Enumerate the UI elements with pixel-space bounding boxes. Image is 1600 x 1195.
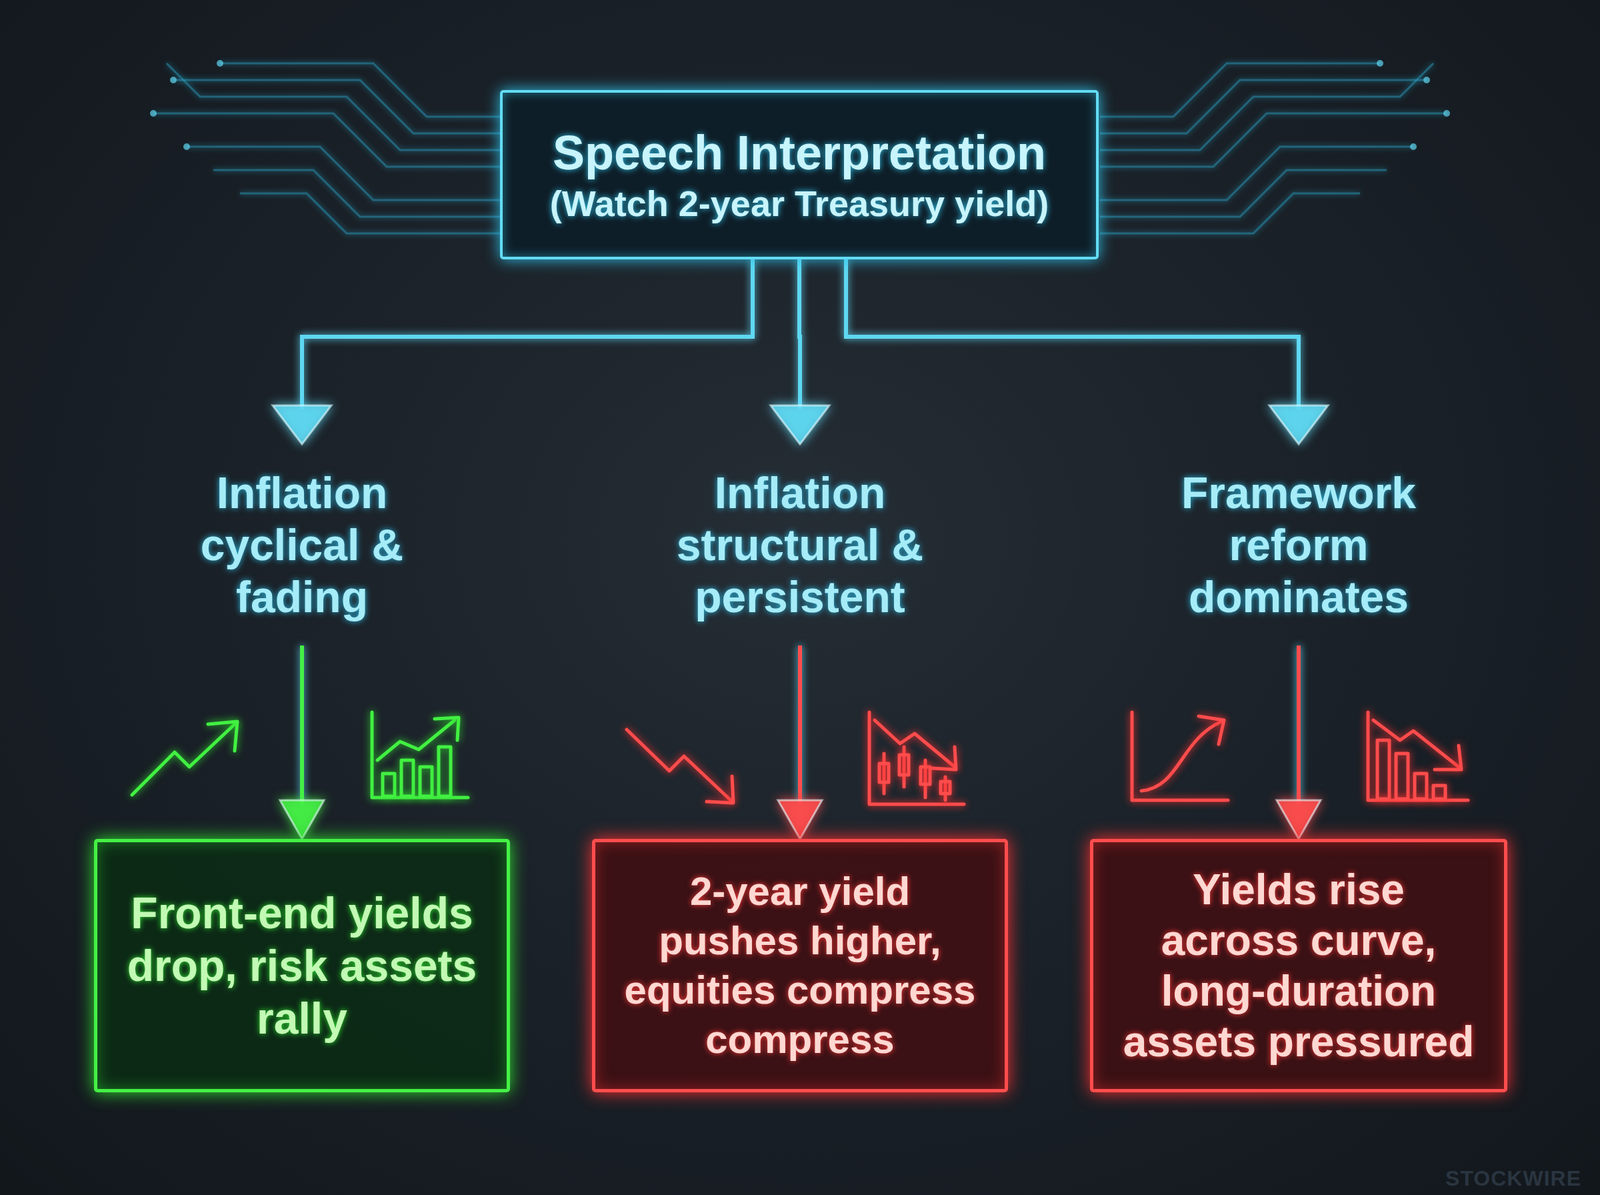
chart-bar — [420, 766, 432, 796]
chart-axes — [372, 712, 468, 798]
down-trend-arrow — [1434, 745, 1462, 770]
box-heading: 2-year yield pushes higher, equities com… — [620, 866, 980, 1064]
chart-axes — [1132, 712, 1228, 800]
arrow-head — [778, 800, 822, 839]
arrow-head — [272, 405, 332, 444]
rising-curve — [1141, 721, 1222, 791]
outcome-box: Yields rise across curve, long-duration … — [1090, 838, 1508, 1092]
circuit-trace — [186, 146, 500, 200]
chart-axes — [869, 712, 964, 804]
watermark: STOCKWIRE — [1445, 1166, 1582, 1191]
circuit-trace — [166, 63, 500, 150]
chart-bar — [438, 746, 451, 796]
box-heading: Front-end yields drop, risk assets rally — [122, 886, 482, 1045]
down-trend-arrow — [874, 720, 955, 767]
circuit-node — [1376, 60, 1384, 67]
circuit-trace — [1100, 193, 1360, 234]
circuit-trace — [1100, 63, 1434, 150]
circuit-trace — [1100, 113, 1447, 167]
circuit-node — [1410, 143, 1417, 150]
down-trend-arrow — [1373, 720, 1459, 767]
rising-curve — [1198, 716, 1224, 744]
circuit-trace — [1100, 80, 1427, 134]
down-trend-arrow — [932, 746, 956, 770]
circuit-traces — [150, 60, 1450, 234]
circuit-node — [150, 110, 157, 117]
candle-body — [899, 754, 909, 775]
circuit-trace — [240, 193, 500, 234]
circuit-node — [1423, 76, 1430, 84]
up-trend-arrow — [434, 717, 459, 740]
circuit-node — [1443, 110, 1450, 117]
branch-label: Inflation structural & persistent — [653, 466, 947, 623]
candle-body — [879, 763, 889, 782]
outcome-box: 2-year yield pushes higher, equities com… — [592, 838, 1008, 1092]
arrow-head — [1276, 800, 1321, 839]
root-box: Speech Interpretation(Watch 2-year Treas… — [500, 90, 1099, 260]
candle-wick — [884, 746, 946, 800]
candle-body — [940, 781, 950, 794]
box-subheading: (Watch 2-year Treasury yield) — [550, 181, 1049, 226]
arrow-head — [280, 800, 324, 839]
box-heading: Yields rise across curve, long-duration … — [1118, 864, 1479, 1067]
chart-bar — [401, 760, 414, 796]
circuit-node — [170, 76, 177, 84]
up-trend-arrow — [208, 721, 238, 751]
circuit-trace — [153, 113, 500, 167]
box-heading: Speech Interpretation — [552, 124, 1046, 182]
chart-bar — [1433, 785, 1446, 799]
up-trend-arrow — [132, 724, 235, 795]
branch-label: Inflation cyclical & fading — [155, 466, 449, 623]
branch-label: Framework reform dominates — [1152, 466, 1446, 623]
down-trend-arrow — [626, 729, 731, 800]
chart-axes — [1368, 712, 1468, 800]
arrow-head — [1269, 405, 1328, 444]
chart-bar — [1414, 773, 1427, 799]
outcome-box: Front-end yields drop, risk assets rally — [94, 838, 510, 1092]
chart-bar — [1377, 740, 1390, 799]
circuit-trace — [173, 80, 500, 134]
candle-body — [920, 766, 930, 784]
circuit-node — [183, 143, 190, 150]
chart-bar — [1396, 753, 1408, 799]
up-trend-arrow — [377, 720, 455, 760]
down-trend-arrow — [706, 776, 734, 803]
chart-bar — [382, 773, 395, 796]
arrow-head — [770, 405, 830, 444]
circuit-trace — [1100, 146, 1414, 200]
circuit-node — [216, 60, 224, 67]
